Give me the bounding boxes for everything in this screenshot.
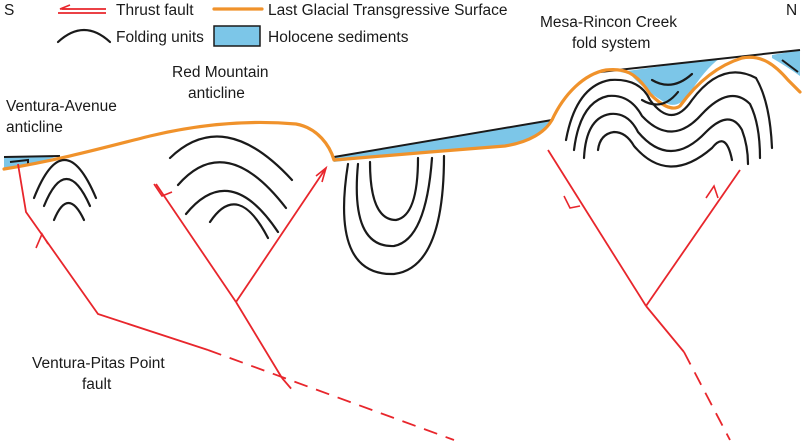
seabed-north bbox=[599, 49, 801, 73]
label-mesa-rincon-line1: Mesa-Rincon Creek bbox=[540, 14, 677, 31]
legend: Thrust fault Folding units Last Glacial … bbox=[56, 2, 508, 47]
fold-mr-trough bbox=[650, 72, 694, 86]
arrow-rm-north bbox=[315, 165, 328, 183]
fault-mr-deep bbox=[645, 305, 685, 353]
seabed-south-tick bbox=[9, 158, 29, 164]
holocene-fill-mesa-trough bbox=[620, 58, 720, 105]
south-label: S bbox=[4, 2, 14, 19]
label-ventura-pitas-line2: fault bbox=[82, 376, 112, 393]
fold-rm-2 bbox=[176, 161, 288, 210]
label-ventura-avenue: Ventura-Avenue anticline bbox=[6, 98, 121, 136]
fault-rm-north-limb bbox=[235, 167, 327, 303]
arrow-rm-south bbox=[153, 183, 173, 197]
red-mountain-folds bbox=[168, 135, 294, 240]
fault-rm-deep bbox=[235, 301, 283, 379]
fault-rm-deep-dashed bbox=[281, 377, 295, 393]
last-glacial-transgressive-surface bbox=[2, 55, 802, 171]
fold-syn-3 bbox=[368, 156, 420, 222]
fold-va-2 bbox=[42, 177, 92, 208]
label-ventura-pitas: Ventura-Pitas Point fault bbox=[32, 355, 169, 393]
fold-rm-4 bbox=[208, 203, 270, 240]
ventura-avenue-folds bbox=[32, 158, 98, 222]
label-mesa-rincon-line2: fold system bbox=[572, 35, 650, 52]
north-label: N bbox=[786, 2, 797, 19]
fault-mr-north-limb bbox=[645, 169, 741, 307]
fold-syn-1 bbox=[342, 154, 446, 276]
legend-thrust-fault-symbol bbox=[58, 4, 106, 14]
fault-arrows bbox=[35, 165, 719, 249]
legend-holocene-label: Holocene sediments bbox=[268, 29, 409, 46]
arrow-va-fault bbox=[35, 232, 49, 249]
seabed-south bbox=[3, 155, 61, 158]
label-ventura-avenue-line1: Ventura-Avenue bbox=[6, 98, 117, 115]
fold-syn-2 bbox=[355, 156, 434, 248]
seabed-lines bbox=[3, 49, 801, 164]
arrow-mr-north bbox=[705, 184, 719, 199]
legend-lgts-label: Last Glacial Transgressive Surface bbox=[268, 2, 508, 19]
label-red-mountain: Red Mountain anticline bbox=[172, 64, 273, 102]
fold-mr-2 bbox=[572, 94, 762, 160]
label-ventura-pitas-line1: Ventura-Pitas Point bbox=[32, 355, 165, 372]
label-ventura-avenue-line2: anticline bbox=[6, 119, 63, 136]
label-red-mountain-line2: anticline bbox=[188, 85, 245, 102]
fold-mr-1 bbox=[564, 71, 774, 150]
fold-mr-3 bbox=[582, 112, 750, 166]
holocene-sediments bbox=[4, 50, 800, 169]
arrow-mr-south bbox=[563, 195, 581, 209]
label-mesa-rincon: Mesa-Rincon Creek fold system bbox=[540, 14, 681, 52]
fold-va-3 bbox=[52, 201, 86, 222]
thrust-faults bbox=[17, 149, 741, 441]
mesa-rincon-folds bbox=[564, 71, 774, 168]
central-syncline-folds bbox=[342, 154, 446, 276]
holocene-fill-central bbox=[334, 120, 552, 162]
seabed-central bbox=[333, 119, 553, 158]
fold-mr-4 bbox=[596, 130, 734, 168]
fault-ventura-pitas-dashed bbox=[207, 349, 455, 441]
legend-holocene-symbol bbox=[213, 25, 261, 47]
fold-va-1 bbox=[32, 158, 98, 200]
fault-rm-south-limb bbox=[155, 183, 237, 303]
fold-rm-3 bbox=[184, 189, 280, 234]
legend-fold-symbol bbox=[56, 29, 112, 44]
seabed-north-tick bbox=[781, 59, 799, 73]
fault-mr-deep-dashed bbox=[683, 351, 731, 441]
fault-mr-south-limb bbox=[547, 149, 647, 307]
legend-folding-units-label: Folding units bbox=[116, 29, 204, 46]
fault-ventura-pitas-main bbox=[17, 163, 209, 351]
fold-mr-trough-inner bbox=[640, 90, 680, 106]
legend-thrust-fault-label: Thrust fault bbox=[116, 2, 194, 19]
label-red-mountain-line1: Red Mountain bbox=[172, 64, 269, 81]
fold-rm-1 bbox=[168, 135, 294, 182]
